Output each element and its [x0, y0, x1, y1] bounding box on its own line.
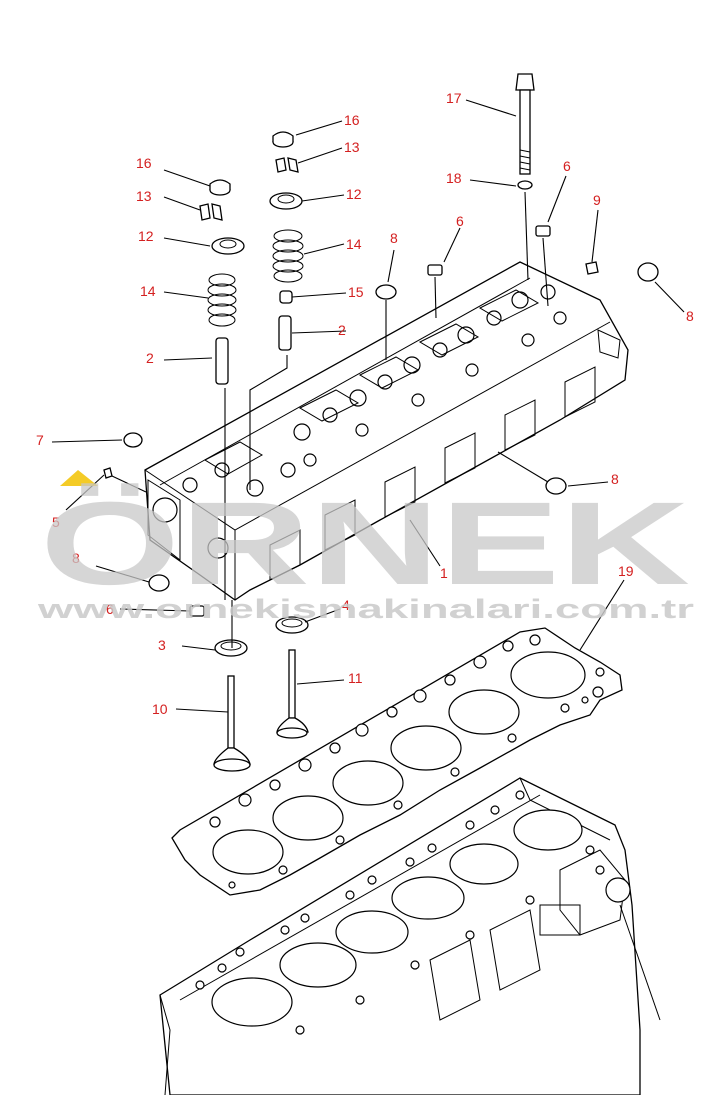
head-rocker-pads: [203, 289, 540, 475]
head-ports: [269, 366, 596, 581]
callout-14: 14: [140, 283, 156, 299]
callout-13: 13: [344, 139, 360, 155]
plug-8-right: [637, 262, 659, 282]
callout-9: 9: [593, 192, 601, 208]
head-bolt: [515, 73, 535, 175]
callout-8: 8: [611, 471, 619, 487]
plug-6-mid: [427, 264, 443, 319]
plug-7: [123, 432, 143, 448]
exhaust-valve: [276, 649, 309, 739]
fitting-9: [585, 261, 599, 275]
callout-17: 17: [446, 90, 462, 106]
callout-1: 1: [440, 565, 448, 581]
callout-15: 15: [348, 284, 364, 300]
intake-valve: [213, 675, 251, 772]
callout-3: 3: [158, 637, 166, 653]
valve-collet-left: [199, 203, 223, 221]
callout-19: 19: [618, 563, 634, 579]
valve-guide-right: [278, 315, 292, 351]
callout-2: 2: [146, 350, 154, 366]
callout-16: 16: [344, 112, 360, 128]
callout-6: 6: [106, 601, 114, 617]
valve-seat-4: [275, 616, 309, 634]
watermark-url: www.ornekismakinalari.com.tr: [36, 594, 695, 624]
watermark-accent-icon: [60, 470, 98, 486]
callout-13: 13: [136, 188, 152, 204]
stud-5: [103, 467, 113, 479]
valve-seat-3: [214, 639, 248, 657]
block-small-holes: [195, 790, 605, 1035]
callout-5: 5: [52, 514, 60, 530]
callout-11: 11: [348, 670, 363, 686]
callout-18: 18: [446, 170, 462, 186]
callout-6: 6: [563, 158, 571, 174]
cylinder-head: [144, 261, 629, 601]
spring-retainer-right: [269, 192, 303, 210]
bolt-washer: [517, 180, 533, 190]
valve-spring-right: [272, 229, 304, 283]
gasket-small-holes: [209, 634, 605, 889]
watermark-brand: ÖRNEK: [40, 478, 690, 610]
block-bores: [211, 809, 583, 1027]
watermark: ÖRNEK www.ornekismakinalari.com.tr: [36, 470, 695, 624]
valve-stem-seal: [279, 290, 293, 304]
callout-leaders: [51, 99, 685, 713]
callout-10: 10: [152, 701, 168, 717]
spring-retainer-left: [211, 237, 245, 255]
valve-cap-right: [272, 131, 294, 148]
gasket-bores: [212, 651, 586, 875]
valve-spring-left: [207, 273, 237, 327]
valve-collet-right: [275, 157, 299, 173]
callout-8: 8: [72, 550, 80, 566]
callout-7: 7: [36, 432, 44, 448]
valve-guide-left: [215, 337, 229, 385]
plug-8-left: [148, 574, 170, 592]
callout-8: 8: [686, 308, 694, 324]
engine-block: [159, 777, 661, 1095]
callout-8: 8: [390, 230, 398, 246]
plug-6-top: [535, 225, 551, 307]
callout-14: 14: [346, 236, 362, 252]
callout-2: 2: [338, 322, 346, 338]
callout-12: 12: [138, 228, 154, 244]
head-valve-seats: [182, 284, 567, 497]
valve-cap-left: [209, 179, 231, 196]
callout-labels: 17 18 6 9 8 16 13 12 14 15 2 8 6 16 13 1…: [36, 90, 694, 717]
head-gasket: [171, 627, 623, 896]
callout-6: 6: [456, 213, 464, 229]
plug-8-mid: [375, 284, 397, 360]
callout-16: 16: [136, 155, 152, 171]
plug-8-right-low: [545, 477, 567, 495]
callout-12: 12: [346, 186, 362, 202]
callout-4: 4: [342, 597, 350, 613]
